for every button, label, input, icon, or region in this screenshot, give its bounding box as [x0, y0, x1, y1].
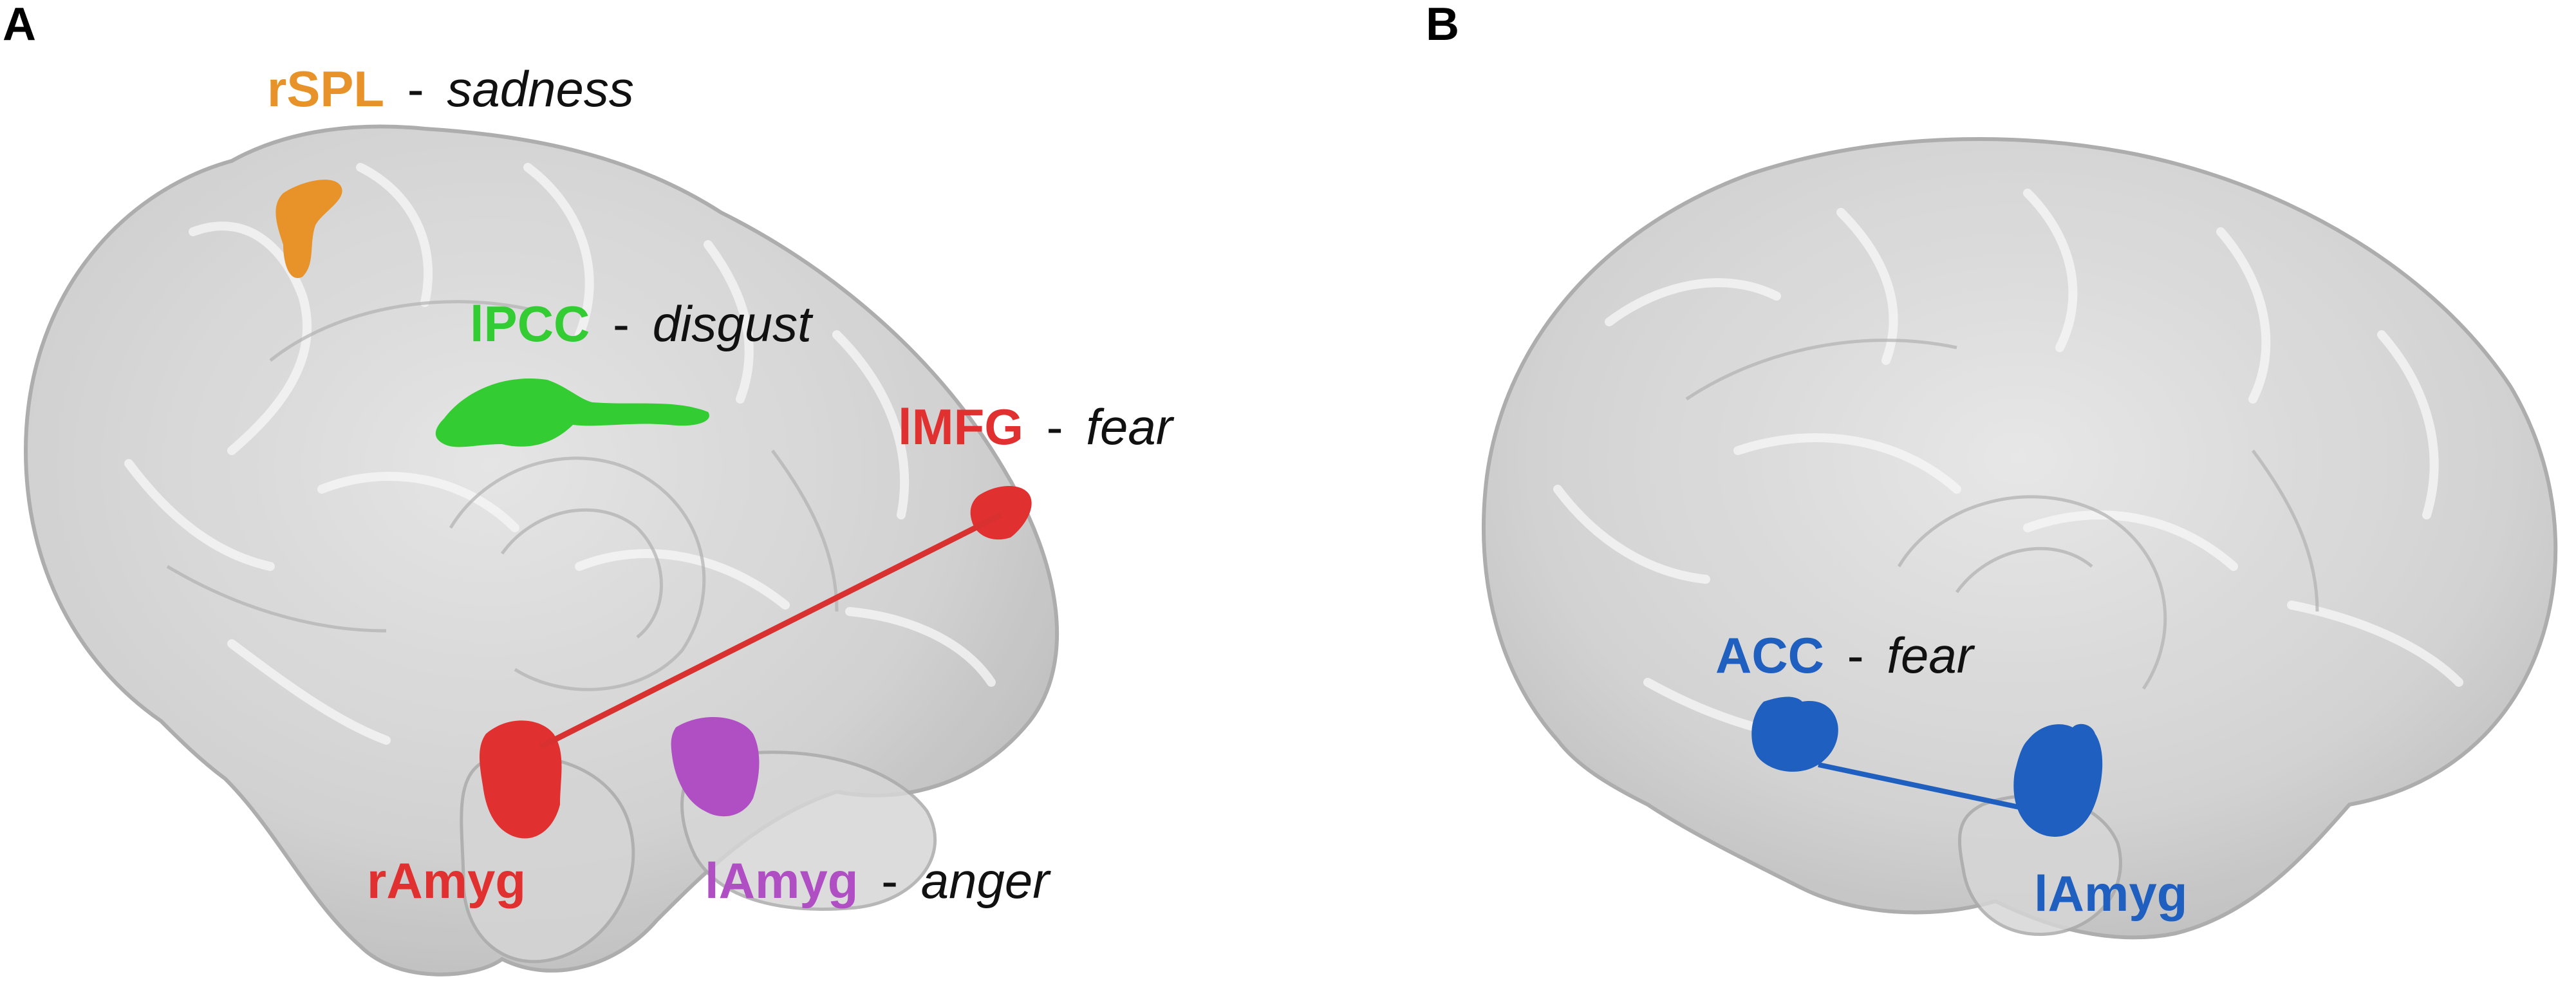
- brain-sagittal-view: [23, 124, 1059, 976]
- panel-a: A: [3, 0, 1175, 976]
- connection-ramyg-lmfg: [539, 512, 1003, 750]
- label-lamyg-anger: lAmyg - anger: [705, 852, 1051, 909]
- label-lpcc: lPCC - disgust: [470, 295, 814, 352]
- panel-letter-b: B: [1426, 0, 1459, 50]
- lpcc-region: [435, 378, 709, 447]
- lmfg-region: [970, 486, 1032, 540]
- label-acc: ACC - fear: [1715, 627, 1975, 684]
- connection-acc-lamyg: [1818, 762, 2038, 814]
- rspl-region: [275, 180, 342, 278]
- panel-b: B: [1426, 0, 2558, 940]
- lamyg-region: [671, 716, 760, 817]
- label-lamyg-b: lAmyg: [2034, 865, 2187, 922]
- acc-region: [1751, 696, 1838, 772]
- ramyg-region: [480, 720, 562, 839]
- brain-oblique-view: [1481, 137, 2558, 940]
- label-lmfg: lMFG - fear: [898, 398, 1175, 455]
- label-rspl: rSPL - sadness: [267, 61, 634, 117]
- panel-letter-a: A: [3, 0, 36, 50]
- label-ramyg: rAmyg: [367, 852, 526, 909]
